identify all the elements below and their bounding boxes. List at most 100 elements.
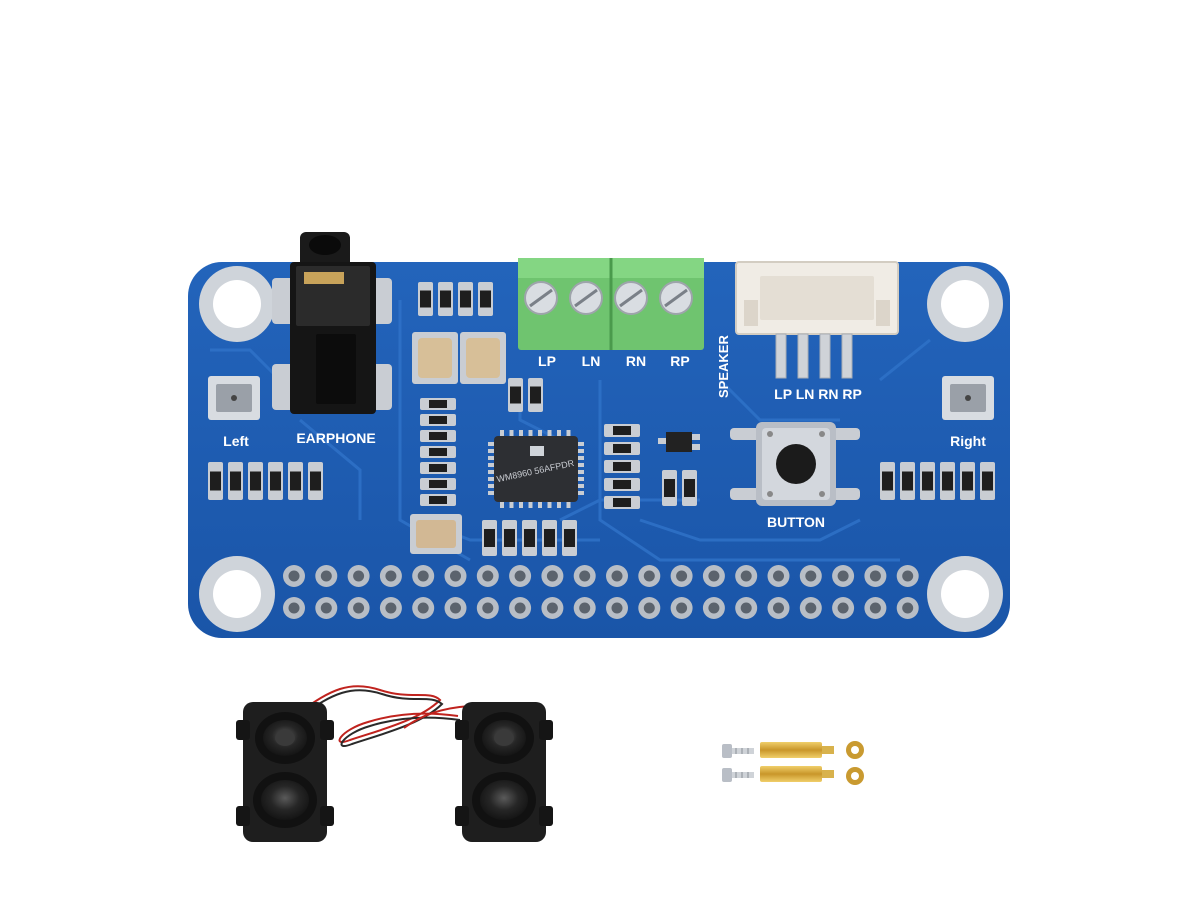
- gpio-pin: [412, 565, 435, 587]
- earphone-jack: [272, 232, 392, 414]
- gpio-pin: [315, 597, 338, 619]
- gpio-pin: [832, 565, 855, 587]
- gpio-pin: [735, 565, 758, 587]
- smd-component: [228, 462, 243, 500]
- label-rn: RN: [626, 353, 646, 369]
- mounting-hole-bottom-right: [927, 556, 1003, 632]
- label-earphone: EARPHONE: [296, 430, 375, 446]
- gpio-pin: [702, 597, 725, 619]
- gpio-pin: [767, 597, 790, 619]
- gpio-pin: [347, 597, 370, 619]
- gpio-header: [283, 565, 919, 619]
- mounting-holes: [199, 266, 1003, 632]
- smd-component: [420, 398, 456, 410]
- codec-chip-pins: [488, 430, 584, 508]
- speaker-wires: [299, 685, 471, 747]
- gpio-pin: [347, 565, 370, 587]
- smd-component: [502, 520, 517, 556]
- smd-component: [420, 414, 456, 426]
- speaker-pair-icon: [236, 685, 553, 842]
- label-button: BUTTON: [767, 514, 825, 530]
- gpio-pin: [606, 565, 628, 587]
- nut-1: [846, 741, 864, 759]
- gpio-pin: [476, 597, 499, 619]
- label-ln: LN: [582, 353, 601, 369]
- tactile-button: [730, 422, 860, 506]
- smd-component: [458, 282, 473, 316]
- smd-component: [562, 520, 577, 556]
- gpio-pin: [896, 597, 919, 619]
- smd-component: [308, 462, 323, 500]
- gpio-pin: [573, 597, 596, 619]
- gpio-pin: [864, 597, 887, 619]
- gpio-pin: [670, 565, 693, 587]
- smd-component: [420, 446, 456, 458]
- smd-component: [960, 462, 975, 500]
- smd-component: [604, 478, 640, 491]
- screw-1: [722, 744, 754, 758]
- smd-component: [940, 462, 955, 500]
- gpio-pin: [379, 565, 402, 587]
- terminal-screw: [569, 281, 603, 315]
- connector-pin: [841, 333, 853, 379]
- speaker-connector: [735, 261, 899, 379]
- gpio-pin: [799, 565, 822, 587]
- gpio-pin: [379, 597, 402, 619]
- speaker-right: [455, 702, 553, 842]
- gpio-pin: [444, 565, 467, 587]
- smd-component: [420, 462, 456, 474]
- smd-component: [478, 282, 493, 316]
- gpio-pin: [896, 565, 919, 587]
- smd-component: [980, 462, 995, 500]
- mounting-hole-top-right: [927, 266, 1003, 342]
- smd-component-cluster: [604, 424, 697, 509]
- smd-component: [880, 462, 895, 500]
- smd-component: [248, 462, 263, 500]
- label-left: Left: [223, 433, 249, 449]
- terminal-screw: [614, 281, 648, 315]
- standoff-1: [760, 742, 834, 758]
- smd-component: [920, 462, 935, 500]
- gpio-pin: [735, 597, 758, 619]
- connector-pin: [797, 333, 809, 379]
- speaker-left: [236, 702, 334, 842]
- smd-component-row-bottom: [482, 520, 577, 556]
- gpio-pin: [573, 565, 596, 587]
- smd-component: [438, 282, 453, 316]
- gpio-pin: [541, 597, 564, 619]
- capacitor-1: [412, 332, 458, 384]
- terminal-screws: [524, 281, 693, 315]
- smd-component: [604, 442, 640, 455]
- gpio-pin: [315, 565, 338, 587]
- smd-component: [288, 462, 303, 500]
- terminal-screw: [524, 281, 558, 315]
- smd-component: [420, 494, 456, 506]
- smd-resistor-row-right: [880, 462, 995, 500]
- label-lp: LP: [538, 353, 556, 369]
- mounting-hole-bottom-left: [199, 556, 275, 632]
- smd-component: [604, 424, 640, 437]
- gpio-pin: [638, 565, 661, 587]
- gpio-pin: [444, 597, 467, 619]
- nut-2: [846, 767, 864, 785]
- smd-component: [522, 520, 537, 556]
- gpio-pin: [509, 565, 532, 587]
- smd-component: [682, 470, 697, 506]
- microphone-right: [942, 376, 994, 420]
- terminal-screw: [659, 281, 693, 315]
- smd-resistor-row-left: [208, 462, 323, 500]
- microphone-left: [208, 376, 260, 420]
- smd-component: [604, 460, 640, 473]
- connector-pins: [775, 333, 853, 379]
- gpio-pin: [412, 597, 435, 619]
- smd-component-row-top: [418, 282, 543, 412]
- smd-component: [604, 496, 640, 509]
- smd-component-column: [420, 398, 456, 506]
- gpio-pin: [606, 597, 628, 619]
- capacitor-2: [460, 332, 506, 384]
- gpio-pin: [638, 597, 661, 619]
- transistor: [658, 432, 700, 452]
- gpio-pin: [509, 597, 532, 619]
- smd-component: [542, 520, 557, 556]
